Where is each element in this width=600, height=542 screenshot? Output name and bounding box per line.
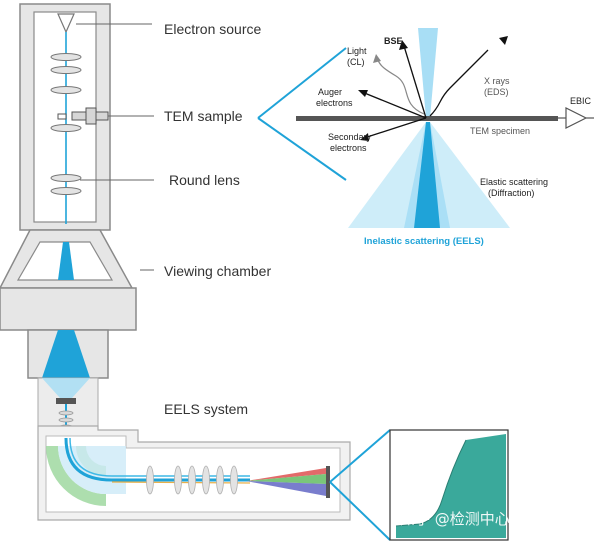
lens [58,410,74,416]
spectrum-callout-bottom [329,481,391,541]
label-inelastic-eels: Inelastic scattering (EELS) [364,236,484,247]
tem-column [0,3,137,438]
direct-beam [414,122,440,228]
sample-holder-knob [85,107,97,125]
lens [202,465,210,495]
dispersed-beam [64,437,250,482]
arrowhead-xray [499,36,508,45]
arrowhead-light [373,54,381,63]
dispersed-beam-2 [69,437,250,477]
label-xrays-eds: (EDS) [484,87,509,97]
lens [216,465,224,495]
label-electron-source: Electron source [164,21,261,37]
label-light-cl: (CL) [347,57,365,67]
arrow-xray [429,49,489,117]
lens [188,465,196,495]
lens [50,53,82,61]
eels-spectrometer [37,425,391,541]
arrowhead-bse [399,40,408,50]
arrow-secondary [363,117,427,139]
arrowhead-secondary [360,133,369,141]
spectrum-green [246,474,326,484]
beam-spread [42,330,90,378]
lens [50,187,82,195]
spectrum-callout-top [329,429,391,483]
lens [50,174,82,182]
beam-fade [42,378,90,398]
spectrum-edge [395,439,467,527]
tem-specimen-bar [296,116,558,121]
lens [50,66,82,74]
label-secondary: Secondary [328,132,372,142]
arrow-light [377,59,425,115]
label-ebic: EBIC [570,96,592,106]
prism-outer-arc [46,446,106,506]
label-tem-sample: TEM sample [164,108,243,124]
signals-inset: Light (CL) BSE X rays (EDS) EBIC Auger e… [296,28,594,247]
lens [58,417,74,423]
label-light: Light [347,46,367,56]
label-elastic: Elastic scattering [480,177,548,187]
sample-callout-bottom [257,117,347,181]
incident-beam [418,28,438,118]
condenser-lenses [50,53,82,195]
detector [326,466,330,498]
elastic-cone [426,122,510,228]
label-bse: BSE [384,36,403,46]
spectrum-inset [389,429,509,541]
label-auger: Auger [318,87,342,97]
spectrum-curve [396,434,506,538]
label-secondary-electrons: electrons [330,143,367,153]
label-eels-system: EELS system [164,401,248,417]
eels-lenses [146,465,238,495]
arrowhead-auger [358,90,368,97]
label-round-lens: Round lens [169,172,240,188]
signal-arrows [361,45,489,139]
lens [50,124,82,132]
aperture [56,398,76,404]
lens [50,86,82,94]
beam-cone [58,242,74,280]
lens [146,465,154,495]
label-elastic-diffraction: (Diffraction) [488,188,534,198]
label-xrays: X rays [484,76,510,86]
label-tem-specimen: TEM specimen [470,126,530,136]
arrow-auger [361,91,427,119]
spectrum-red [246,468,326,481]
spectrum-blue [246,481,326,496]
prism-field [58,446,126,494]
label-viewing-chamber: Viewing chamber [164,263,271,279]
ebic-amplifier-icon [565,107,588,129]
projection-chamber [0,287,137,331]
sample-holder-left [57,113,67,120]
watermark: 知乎 @检测中心黄工 [400,510,540,528]
arrow-bse [403,45,427,119]
sample-callout [257,47,347,181]
label-auger-electrons: electrons [316,98,353,108]
leader-lines [76,23,154,271]
electron-gun [57,13,75,34]
lens [230,465,238,495]
sample-callout-top [257,47,347,119]
arrowheads [358,36,508,141]
lens [174,465,182,495]
